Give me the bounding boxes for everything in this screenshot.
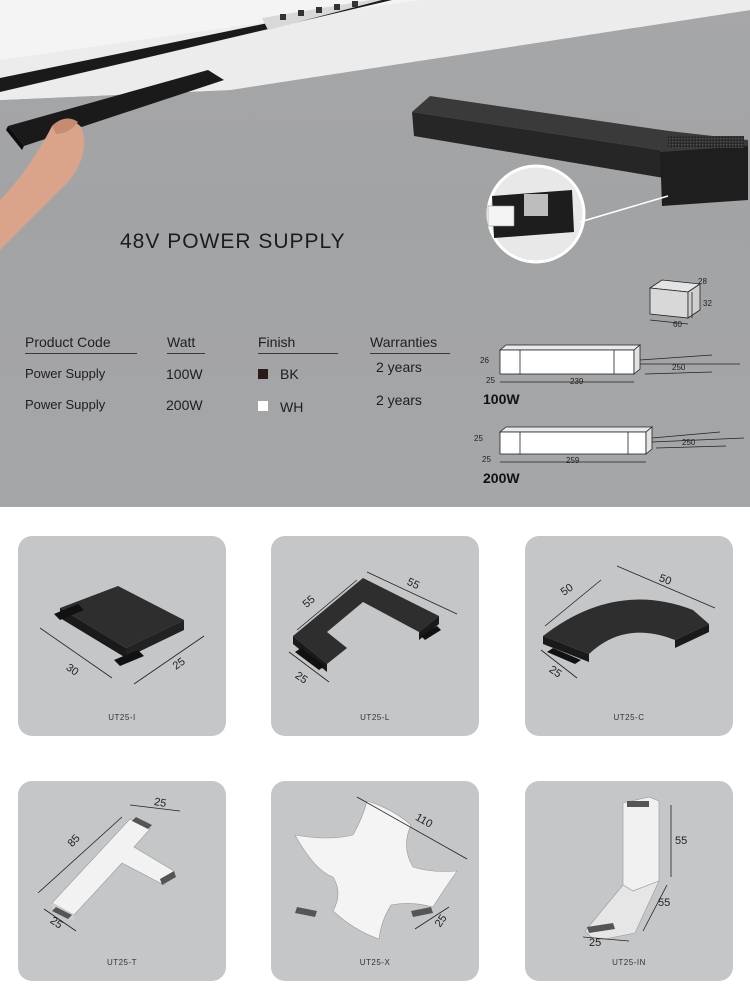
column-header-product-code: Product Code	[25, 334, 137, 354]
row-1-warranty: 2 years	[376, 359, 422, 375]
psu-200-dim-width: 25	[482, 455, 491, 464]
connector-card-ut25-c: 50 50 25 UT25-C	[525, 536, 733, 736]
psu-100-dim-length: 239	[570, 377, 584, 386]
psu-200-label: 200W	[483, 470, 520, 486]
power-supply-banner: 48V POWER SUPPLY Product Code Watt Finis…	[0, 0, 750, 507]
psu-200-dim-height: 25	[474, 434, 483, 443]
connector-card-ut25-i: 30 25 UT25-I	[18, 536, 226, 736]
x-connector-illustration	[294, 796, 468, 940]
column-header-warranties: Warranties	[370, 334, 450, 354]
row-2-product-code: Power Supply	[25, 397, 106, 412]
curved-connector-illustration	[540, 565, 716, 679]
finish-swatch-white	[258, 401, 268, 411]
row-1-watt: 100W	[166, 366, 203, 382]
inside-corner-connector-illustration	[582, 796, 672, 942]
end-cap-dim-width: 60	[673, 320, 682, 329]
product-code-label: UT25-I	[108, 713, 136, 722]
psu-100-label: 100W	[483, 391, 520, 407]
product-code-label: UT25-IN	[612, 958, 646, 967]
connector-card-ut25-in: 55 55 25 UT25-IN	[525, 781, 733, 981]
product-code-label: UT25-L	[360, 713, 390, 722]
product-code-label: UT25-T	[106, 958, 138, 967]
end-cap-dim-height: 32	[703, 299, 712, 308]
psu-100-dim-cable: 250	[672, 363, 686, 372]
connector-card-ut25-x: 110 25 UT25-X	[271, 781, 479, 981]
product-code-label: UT25-C	[613, 713, 645, 722]
finish-swatch-black	[258, 369, 268, 379]
connector-card-ut25-t: 25 85 25 UT25-T	[18, 781, 226, 981]
column-header-watt: Watt	[167, 334, 205, 354]
psu-200-dim-length: 259	[566, 456, 580, 465]
dim-top-width: 25	[153, 796, 168, 810]
row-1-finish: BK	[280, 366, 299, 382]
row-1-product-code: Power Supply	[25, 366, 106, 381]
connector-card-ut25-l: 55 55 25 UT25-L	[271, 536, 479, 736]
dim-height: 55	[675, 835, 688, 847]
product-code-label: UT25-X	[359, 958, 391, 967]
t-connector-illustration	[37, 804, 181, 932]
dim-width: 25	[589, 937, 602, 949]
straight-connector-illustration	[39, 586, 205, 685]
psu-200-dim-cable: 250	[682, 438, 696, 447]
psu-100-dim-height: 26	[480, 356, 489, 365]
end-cap-dim-depth: 28	[698, 277, 707, 286]
row-2-watt: 200W	[166, 397, 203, 413]
row-2-warranty: 2 years	[376, 392, 422, 408]
psu-100-dim-width: 25	[486, 376, 495, 385]
row-2-finish: WH	[280, 399, 304, 415]
page-title: 48V POWER SUPPLY	[120, 230, 346, 253]
hero-illustration	[0, 0, 750, 463]
dim-depth: 55	[658, 897, 671, 909]
column-header-finish: Finish	[258, 334, 338, 354]
l-connector-illustration	[288, 571, 458, 683]
